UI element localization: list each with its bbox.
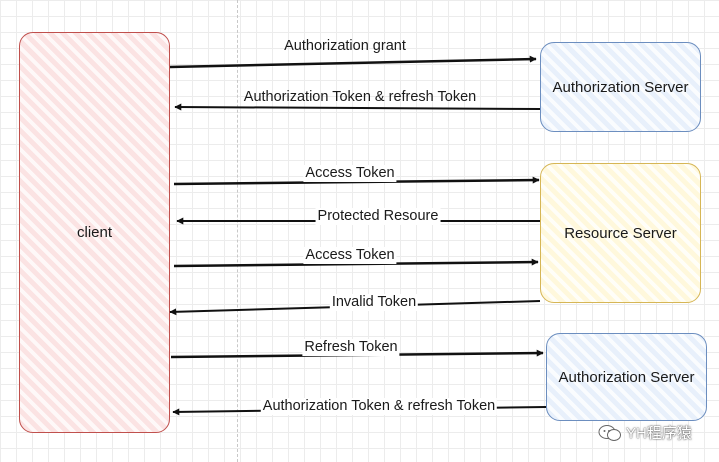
authorization-server-bottom-label: Authorization Server [558,368,695,386]
wechat-icon [598,424,621,441]
resource-server-node[interactable]: Resource Server [540,163,701,303]
edge-label-authorization-token-bottom: Authorization Token & refresh Token [260,398,498,415]
watermark: YH程序猿 [598,422,692,443]
edge-label-access-token-2: Access Token [303,247,397,264]
edge-label-access-token-1: Access Token [303,165,397,182]
watermark-text: YH程序猿 [626,425,692,442]
edge-label-authorization-grant: Authorization grant [284,38,406,54]
edge-label-refresh-token: Refresh Token [302,339,400,356]
client-label: client [76,224,113,241]
resource-server-label: Resource Server [564,224,677,242]
dashed-guide-line [237,0,238,462]
authorization-server-top-node[interactable]: Authorization Server [540,42,701,132]
authorization-server-bottom-node[interactable]: Authorization Server [546,333,707,421]
edge-label-protected-resource: Protected Resoure [315,208,441,225]
edge-label-authorization-token-top: Authorization Token & refresh Token [243,89,477,105]
client-node[interactable]: client [19,32,170,433]
arrow-authorization-token-top [174,103,541,111]
edge-label-invalid-token: Invalid Token [329,294,419,311]
arrow-access-token-1 [173,176,540,186]
arrow-access-token-2 [173,258,539,268]
arrow-authorization-grant [169,55,537,69]
authorization-server-top-label: Authorization Server [552,78,689,96]
